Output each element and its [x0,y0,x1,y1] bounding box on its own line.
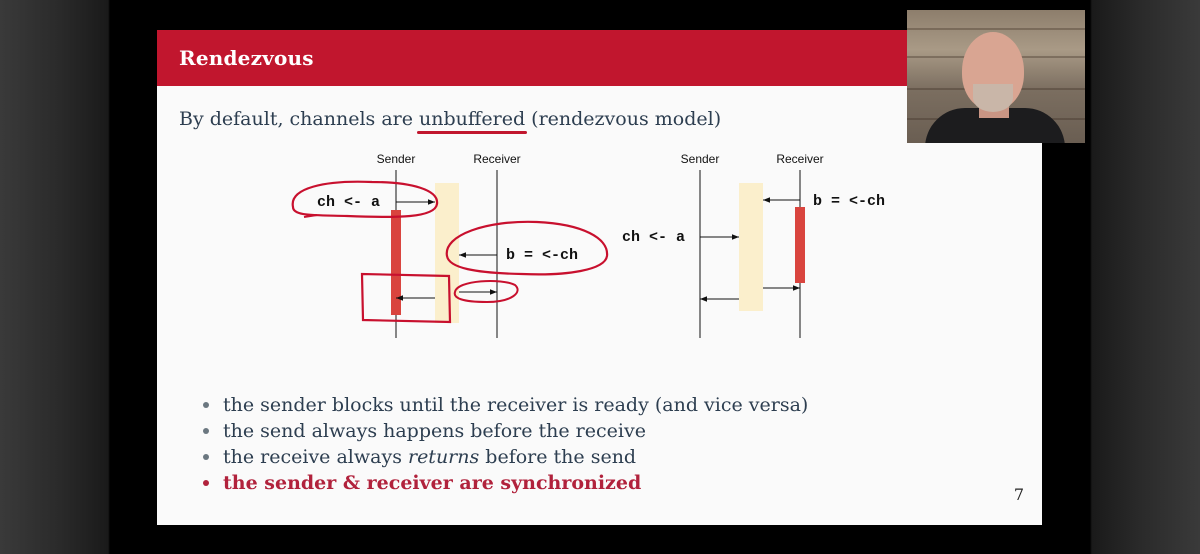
slide-header: Rendezvous [157,30,1042,86]
annotation-box-return [360,272,452,324]
bullet-item: the sender blocks until the receiver is … [201,392,808,418]
presenter-beard [973,84,1013,112]
right-receiver-block-bar [795,207,805,283]
left-sender-label: Sender [377,152,416,166]
bullet-text: the send always happens before the recei… [223,420,646,442]
intro-underlined-word: unbuffered [419,108,526,130]
left-sequence-diagram: Sender Receiver ch <- a b = <-ch [291,152,609,338]
right-recv-code: b = <-ch [813,193,885,210]
bullet-text-italic: returns [407,446,480,468]
intro-line: By default, channels are unbuffered (ren… [179,108,721,130]
annotation-circle-recv [445,220,609,276]
bullet-list: the sender blocks until the receiver is … [201,392,808,496]
intro-text-before: By default, channels are [179,108,420,130]
right-sync-region [739,183,763,311]
right-sequence-diagram: Sender Receiver b = <-ch ch <- a [622,152,885,338]
bullet-item: the send always happens before the recei… [201,418,808,444]
bullet-item: the receive always returns before the se… [201,444,808,470]
slide: Rendezvous By default, channels are unbu… [157,30,1042,525]
slide-title: Rendezvous [179,46,314,70]
channel-diagram: Sender Receiver ch <- a b = <-ch Sender … [291,152,885,338]
annotation-tick [303,214,318,218]
left-send-code: ch <- a [317,194,380,211]
bullet-text: the sender & receiver are synchronized [223,472,642,494]
left-recv-code: b = <-ch [506,247,578,264]
bullet-dot [203,480,209,486]
right-receiver-label: Receiver [776,152,823,166]
right-sender-label: Sender [681,152,720,166]
presenter-webcam [907,10,1085,143]
intro-text-after: (rendezvous model) [525,108,722,130]
annotation-circle-send [291,180,439,219]
page-number: 7 [1013,485,1024,504]
right-send-code: ch <- a [622,229,685,246]
left-receiver-label: Receiver [473,152,520,166]
bullet-dot [203,402,209,408]
annotation-circle-return [453,280,519,304]
bullet-dot [203,454,209,460]
bullet-text: the sender blocks until the receiver is … [223,394,809,416]
bullet-item-emphasis: the sender & receiver are synchronized [201,470,808,496]
left-sender-block-bar [391,210,401,315]
bullet-dot [203,428,209,434]
wood-plank [907,28,1085,30]
bullet-text-after: before the send [479,446,637,468]
bullet-text-before: the receive always [223,446,408,468]
